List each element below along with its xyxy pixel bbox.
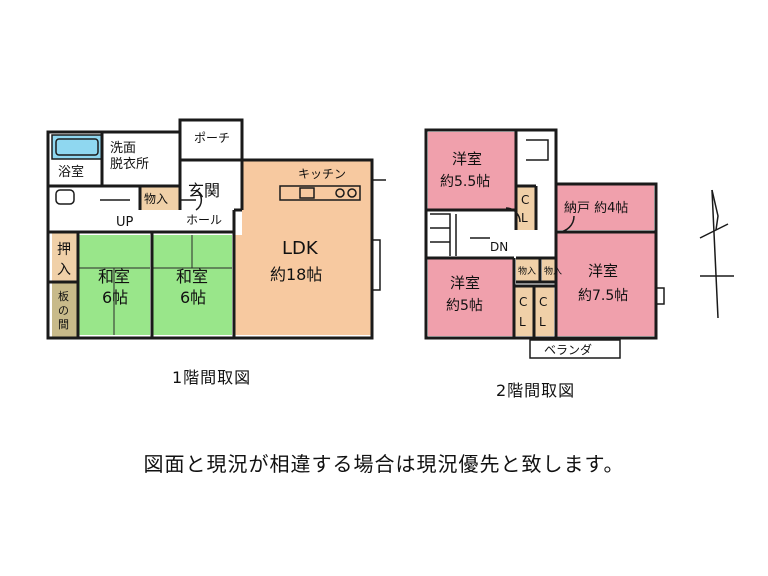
floor2-fixtures — [430, 139, 665, 359]
youshitsu-c-label-1: 洋室 — [588, 262, 618, 280]
floor1-labels: 浴室 洗面 脱衣所 ポーチ 物入 玄関 ホール キッチン UP 押 入 板 の … — [57, 131, 346, 331]
youshitsu-a-fill — [428, 132, 516, 210]
floor1-fixtures — [51, 134, 386, 291]
itanoma-label-2: の — [58, 304, 69, 317]
youshitsu-a-label-1: 洋室 — [452, 150, 482, 168]
youshitsu-b-fill — [428, 258, 514, 336]
ldk-fill — [234, 160, 372, 335]
storage-fill — [140, 186, 180, 210]
washitsu-b-label-1: 和室 — [176, 267, 208, 286]
veranda-label: ベランダ — [544, 342, 592, 357]
oshiire-fill — [52, 232, 78, 282]
kitchen-label: キッチン — [298, 167, 346, 181]
entrance-label: 玄関 — [188, 181, 220, 200]
cl-c-label-2: L — [539, 315, 546, 329]
washitsu-a-label-2: 6帖 — [102, 288, 128, 307]
storage-a-fill — [516, 258, 540, 282]
nando-label: 納戸 約4帖 — [564, 201, 628, 216]
bath-label: 浴室 — [58, 164, 84, 180]
ldk-label-1: LDK — [282, 238, 319, 259]
north-arrow-icon — [699, 189, 734, 319]
oshiire-label-2: 入 — [57, 262, 71, 278]
youshitsu-a-label-2: 約5.5帖 — [440, 174, 490, 190]
dn-label: DN — [490, 240, 508, 254]
cl-c-label-1: C — [539, 295, 547, 309]
porch-label: ポーチ — [194, 131, 230, 145]
floor2-caption: 2階間取図 — [496, 381, 576, 400]
cl-a-label-1: C — [521, 193, 529, 207]
storage-label: 物入 — [144, 192, 168, 206]
veranda-frame — [529, 339, 621, 359]
dressing-room-label: 脱衣所 — [110, 156, 149, 172]
floor1-caption: 1階間取図 — [172, 368, 252, 387]
oshiire-label-1: 押 — [57, 242, 71, 258]
hall-label: ホール — [186, 213, 222, 227]
cl-a-fill — [516, 186, 536, 230]
ldk-label-2: 約18帖 — [270, 265, 322, 284]
up-label: UP — [116, 215, 134, 230]
youshitsu-c-label-2: 約7.5帖 — [578, 288, 628, 304]
storage-a-label: 物入 — [518, 265, 536, 277]
cl-b-label-1: C — [519, 295, 527, 309]
floor2-plan: 洋室 約5.5帖 C L 納戸 約4帖 DN 洋室 約5帖 物入 物入 洋室 約… — [424, 128, 665, 359]
itanoma-label-3: 間 — [58, 318, 69, 331]
cl-b-label-2: L — [519, 315, 526, 329]
youshitsu-b-label-1: 洋室 — [450, 274, 480, 292]
cl-a-label-2: L — [521, 211, 528, 225]
notice-text: 図面と現況が相違する場合は現況優先と致します。 — [143, 452, 625, 476]
floor1-walls — [46, 118, 374, 340]
youshitsu-b-label-2: 約5帖 — [446, 298, 483, 314]
floor2-labels: 洋室 約5.5帖 C L 納戸 約4帖 DN 洋室 約5帖 物入 物入 洋室 約… — [440, 150, 628, 357]
tatami-lines — [78, 235, 232, 335]
cl-c-fill — [534, 286, 554, 336]
floor2-walls — [424, 128, 658, 340]
youshitsu-c-fill — [556, 232, 656, 336]
floor1-plan: 浴室 洗面 脱衣所 ポーチ 物入 玄関 ホール キッチン UP 押 入 板 の … — [46, 118, 386, 340]
washroom-label: 洗面 — [110, 141, 136, 156]
itanoma-fill — [52, 282, 78, 338]
washitsu-a-label-1: 和室 — [98, 267, 130, 286]
storage-b-label: 物入 — [544, 265, 562, 277]
washitsu-b-label-2: 6帖 — [180, 288, 206, 307]
itanoma-label-1: 板 — [58, 289, 69, 303]
cl-b-fill — [514, 286, 534, 336]
